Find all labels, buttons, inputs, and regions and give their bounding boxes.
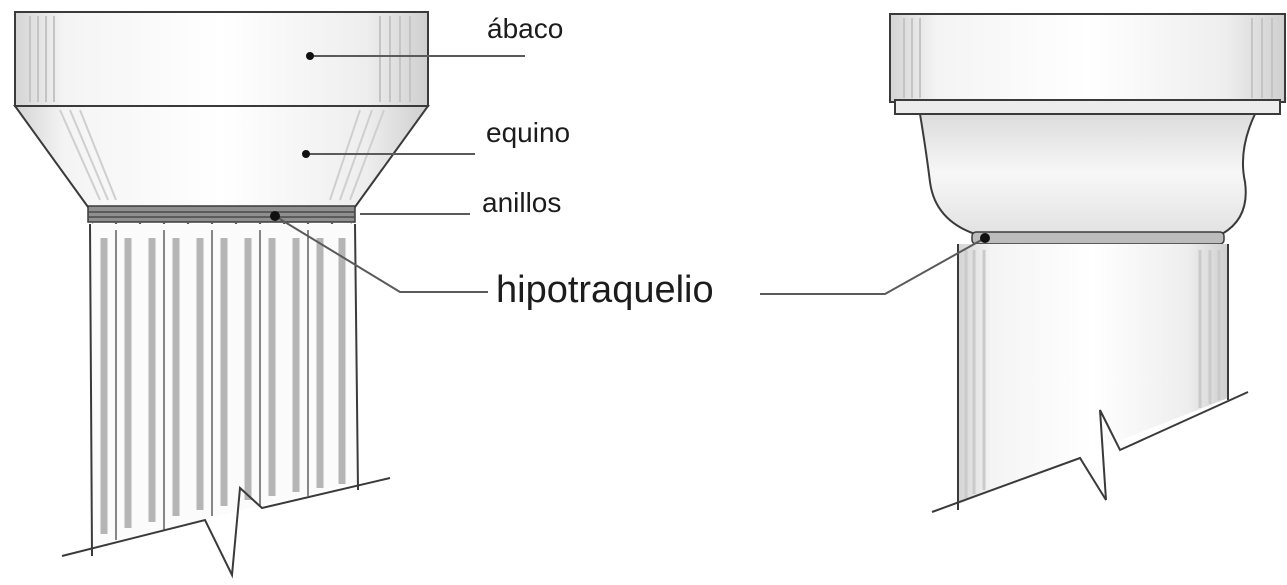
doric-flutes xyxy=(100,230,346,540)
tuscan-capital xyxy=(889,13,1286,513)
tuscan-abacus-hatching xyxy=(903,18,1273,98)
tuscan-shaft-shading xyxy=(964,250,1221,498)
doric-capital xyxy=(13,11,430,579)
label-abacus: ábaco xyxy=(487,13,563,44)
tuscan-abacus-block xyxy=(889,13,1286,103)
tuscan-echinus xyxy=(918,113,1257,235)
abacus-hatching xyxy=(29,16,411,102)
label-hypotrachelium: hipotraquelio xyxy=(496,269,714,311)
label-echinus: equino xyxy=(486,117,570,148)
abacus-block xyxy=(14,11,429,107)
tuscan-shaft xyxy=(958,244,1228,504)
annulets-band xyxy=(87,205,356,223)
doric-break-line xyxy=(61,477,391,579)
leaders xyxy=(270,52,990,295)
tuscan-break-line xyxy=(931,391,1249,513)
label-annulets: anillos xyxy=(482,187,561,218)
